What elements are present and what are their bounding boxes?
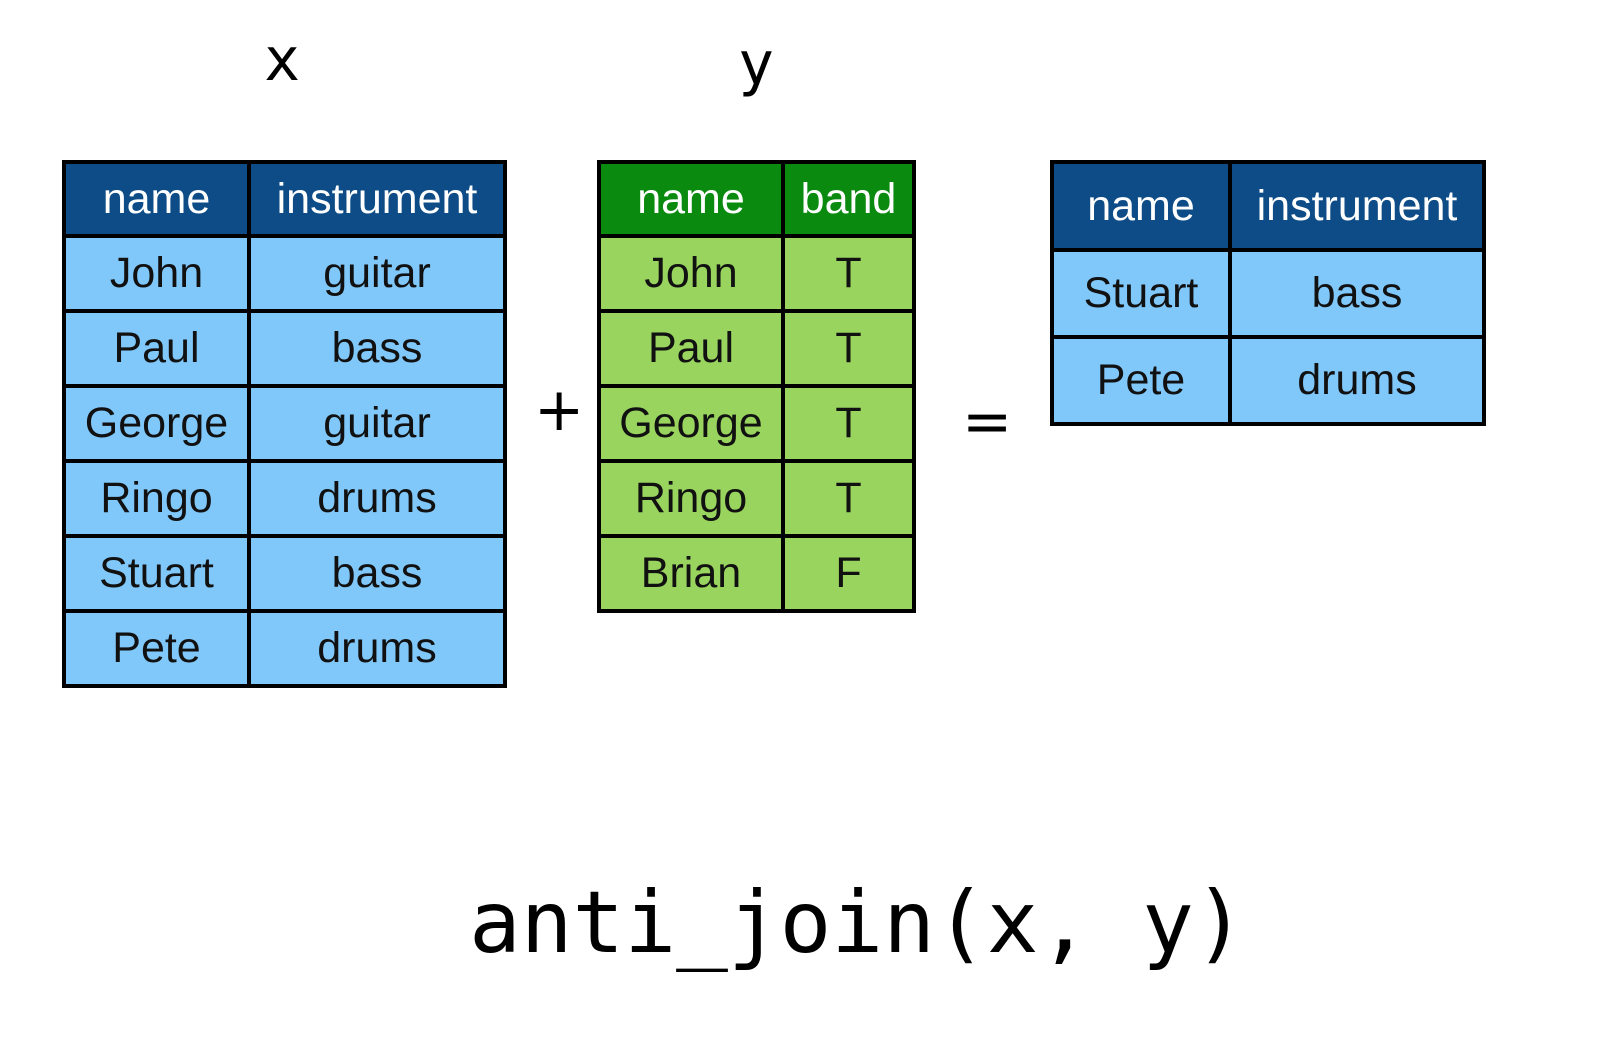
instrument-cell: drums bbox=[1228, 335, 1486, 426]
table-header-row: name band bbox=[597, 160, 916, 238]
name-cell: George bbox=[597, 384, 785, 463]
column-header-name: name bbox=[597, 160, 785, 238]
table-row: John T bbox=[597, 234, 916, 313]
name-cell: John bbox=[597, 234, 785, 313]
band-cell: T bbox=[781, 309, 916, 388]
name-cell: Paul bbox=[62, 309, 251, 388]
table-row: Pete drums bbox=[62, 609, 507, 688]
column-header-instrument: instrument bbox=[247, 160, 507, 238]
band-cell: T bbox=[781, 459, 916, 538]
band-cell: F bbox=[781, 534, 916, 613]
instrument-cell: bass bbox=[1228, 248, 1486, 339]
column-header-instrument: instrument bbox=[1228, 160, 1486, 252]
table-row: Paul bass bbox=[62, 309, 507, 388]
name-cell: Pete bbox=[62, 609, 251, 688]
column-header-name: name bbox=[62, 160, 251, 238]
table-row: Ringo T bbox=[597, 459, 916, 538]
table-y: name band John T Paul T George T Ringo T… bbox=[597, 160, 916, 613]
result-table: name instrument Stuart bass Pete drums bbox=[1050, 160, 1486, 426]
plus-operator: + bbox=[534, 375, 585, 445]
instrument-cell: guitar bbox=[247, 234, 507, 313]
instrument-cell: guitar bbox=[247, 384, 507, 463]
instrument-cell: bass bbox=[247, 309, 507, 388]
name-cell: Stuart bbox=[1050, 248, 1232, 339]
table-x: name instrument John guitar Paul bass Ge… bbox=[62, 160, 507, 688]
instrument-cell: bass bbox=[247, 534, 507, 613]
table-row: George guitar bbox=[62, 384, 507, 463]
name-cell: Pete bbox=[1050, 335, 1232, 426]
instrument-cell: drums bbox=[247, 459, 507, 538]
table-row: Pete drums bbox=[1050, 335, 1486, 426]
column-header-name: name bbox=[1050, 160, 1232, 252]
table-row: Stuart bass bbox=[62, 534, 507, 613]
band-cell: T bbox=[781, 384, 916, 463]
table-row: Paul T bbox=[597, 309, 916, 388]
column-header-band: band bbox=[781, 160, 916, 238]
name-cell: Ringo bbox=[597, 459, 785, 538]
table-x-label: x bbox=[264, 25, 301, 95]
table-row: John guitar bbox=[62, 234, 507, 313]
name-cell: Ringo bbox=[62, 459, 251, 538]
table-header-row: name instrument bbox=[62, 160, 507, 238]
name-cell: John bbox=[62, 234, 251, 313]
table-header-row: name instrument bbox=[1050, 160, 1486, 252]
function-call-caption: anti_join(x, y) bbox=[469, 873, 1246, 973]
name-cell: George bbox=[62, 384, 251, 463]
name-cell: Paul bbox=[597, 309, 785, 388]
instrument-cell: drums bbox=[247, 609, 507, 688]
equals-operator: = bbox=[962, 387, 1013, 457]
table-y-label: y bbox=[738, 29, 775, 99]
band-cell: T bbox=[781, 234, 916, 313]
table-row: Ringo drums bbox=[62, 459, 507, 538]
table-row: Stuart bass bbox=[1050, 248, 1486, 339]
table-row: George T bbox=[597, 384, 916, 463]
name-cell: Brian bbox=[597, 534, 785, 613]
table-row: Brian F bbox=[597, 534, 916, 613]
name-cell: Stuart bbox=[62, 534, 251, 613]
